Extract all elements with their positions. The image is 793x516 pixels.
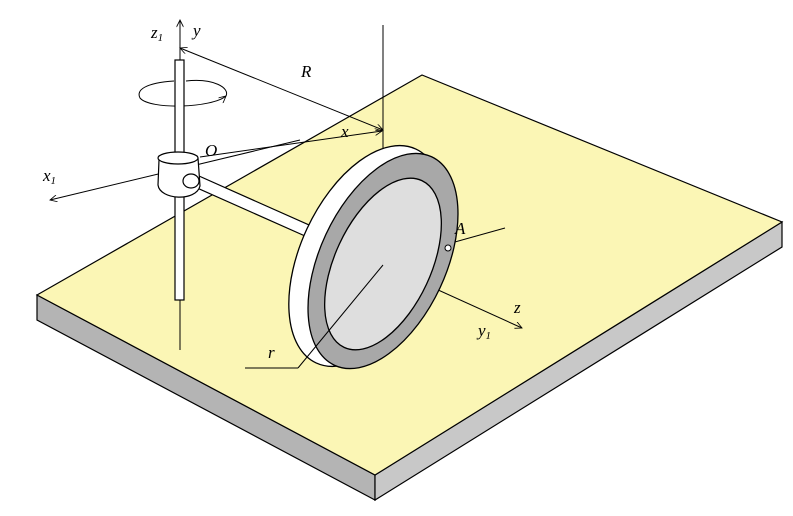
radius-R-dimension <box>180 48 383 130</box>
label-R: R <box>300 62 312 81</box>
label-y-top: y <box>191 21 201 40</box>
label-z1: z1 <box>150 23 163 44</box>
disk-face <box>324 177 442 351</box>
label-x1: x1 <box>42 166 56 187</box>
label-y1: y1 <box>476 321 491 342</box>
collar-joint <box>157 151 201 198</box>
hinge-pin <box>182 173 200 189</box>
collar-top <box>157 151 199 165</box>
axis-x <box>199 131 382 158</box>
rotation-arrow-front <box>138 80 226 107</box>
label-z: z <box>513 298 521 317</box>
labels: z1 y R x O x1 A z y1 r <box>42 21 521 362</box>
label-x: x <box>340 122 349 141</box>
disk-radius-r <box>297 264 384 369</box>
disk <box>245 144 459 370</box>
point-A <box>444 244 452 252</box>
rotation-arrow-back <box>185 79 228 97</box>
rotation-arrow <box>138 79 228 107</box>
label-O: O <box>205 141 217 160</box>
label-r: r <box>268 343 275 362</box>
label-A: A <box>454 219 466 238</box>
